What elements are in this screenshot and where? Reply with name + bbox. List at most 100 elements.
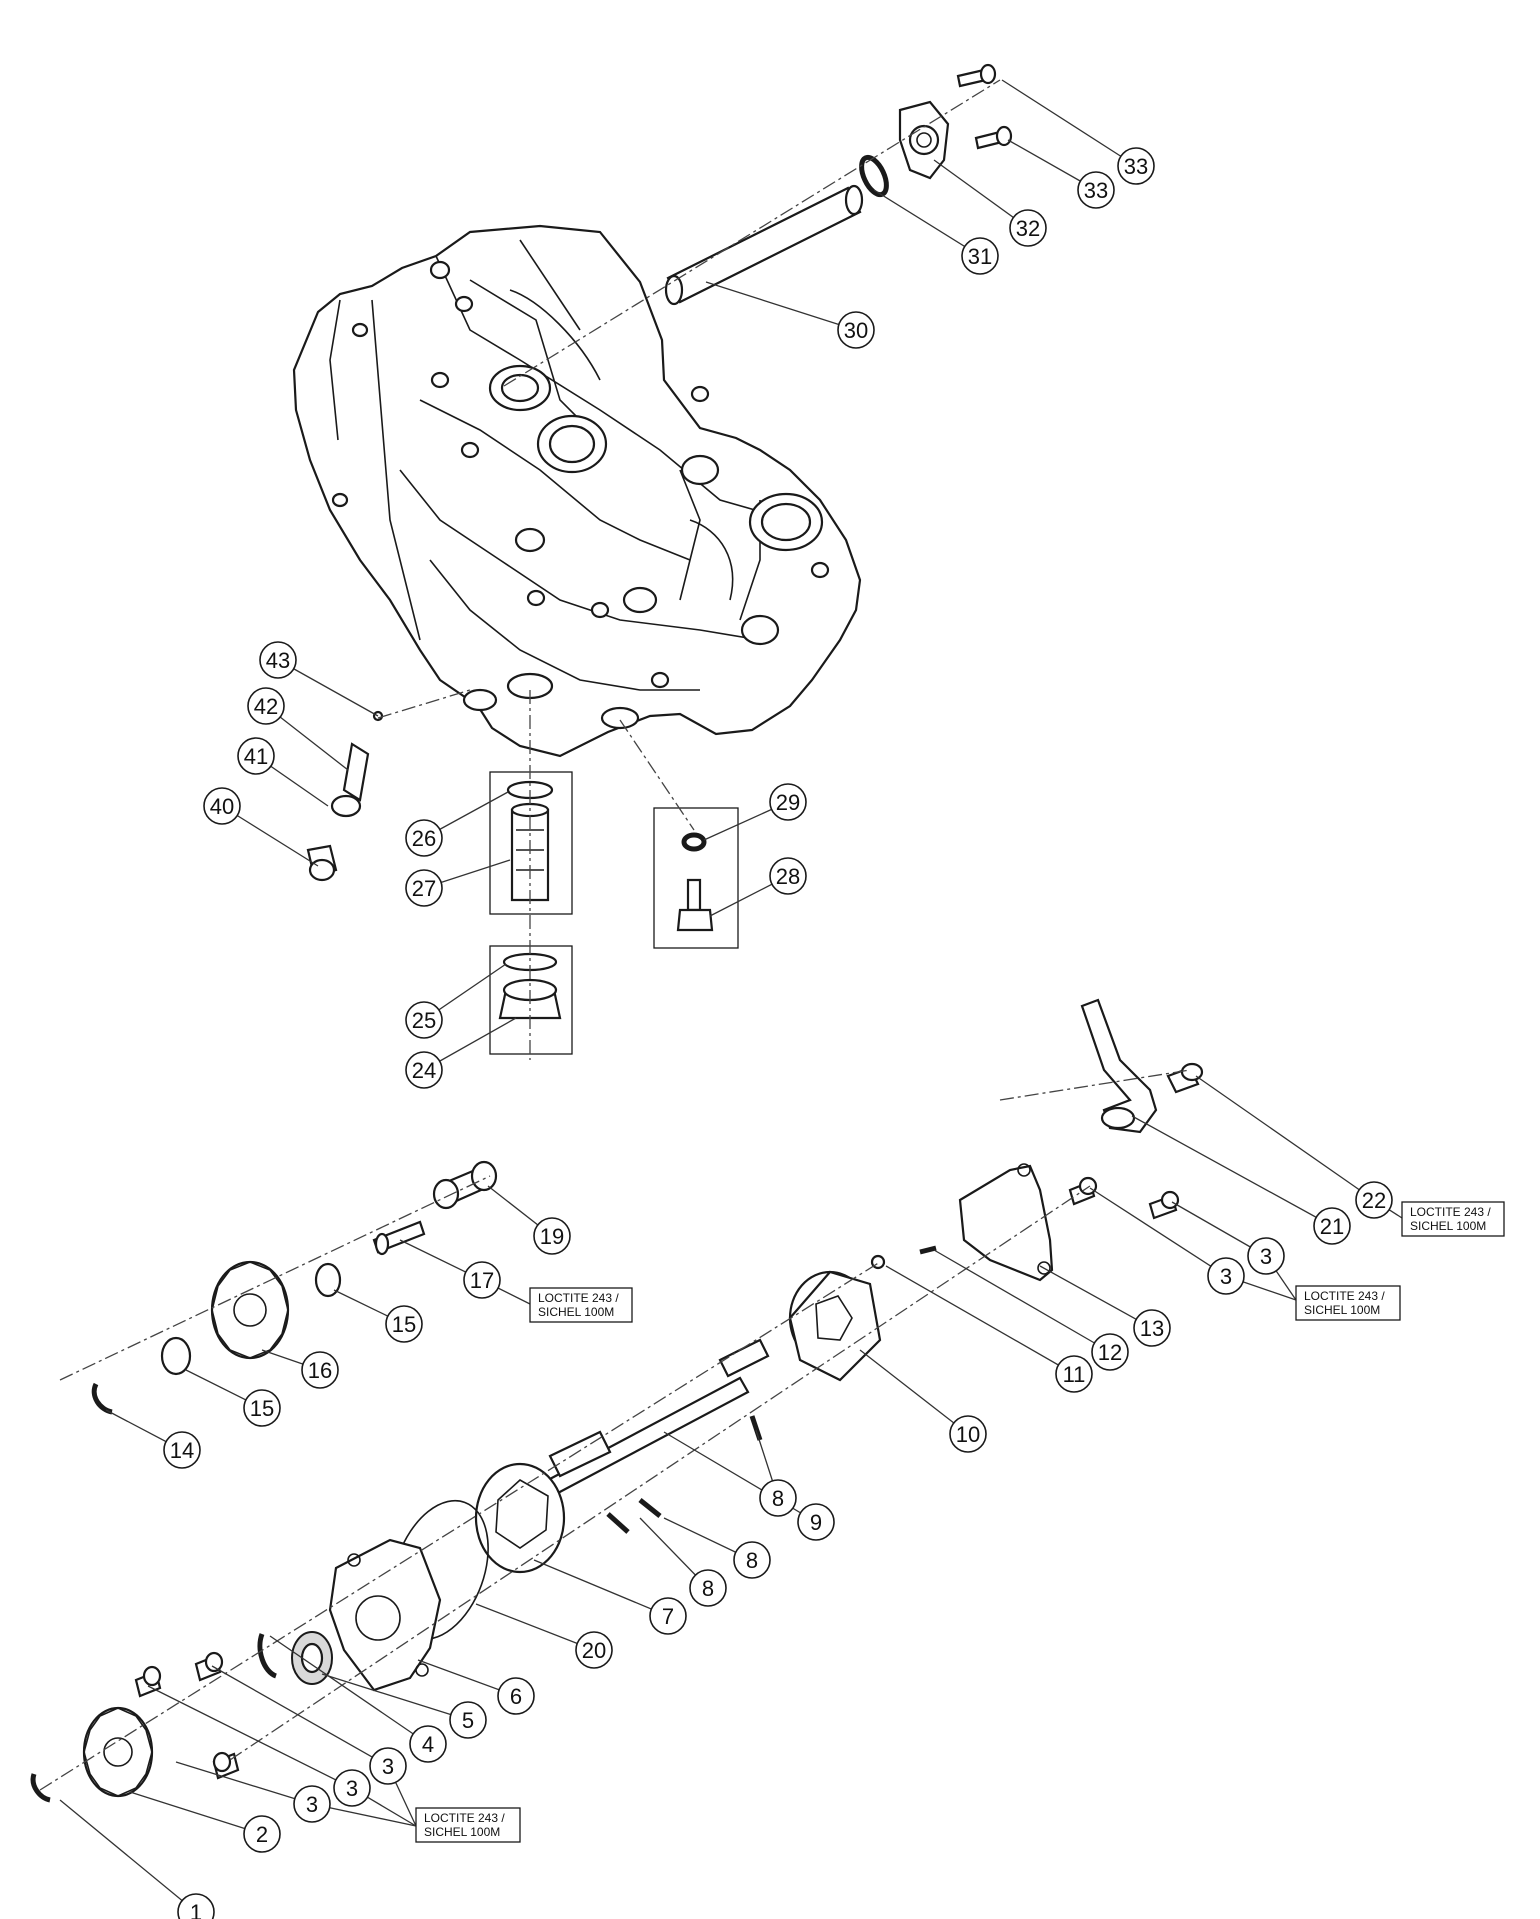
- callout-number-c24: 24: [412, 1058, 436, 1083]
- callout-number-c8c: 8: [772, 1486, 784, 1511]
- leader-line-c4: [269, 1635, 429, 1745]
- callout-c17: 17: [463, 1261, 501, 1299]
- callout-circle-c1: [177, 1893, 215, 1919]
- callout-labels: 1233333456788891011121314151516171920212…: [163, 147, 1393, 1919]
- callout-number-c20: 20: [582, 1638, 606, 1663]
- loctite-note-22-line1: LOCTITE 243 /: [1410, 1205, 1491, 1219]
- callout-c19: 19: [533, 1217, 571, 1255]
- loctite-note-17-line1: LOCTITE 243 /: [538, 1291, 619, 1305]
- callout-number-c42: 42: [254, 694, 278, 719]
- callout-c14: 14: [163, 1431, 201, 1469]
- oil-tube-assembly: [664, 63, 1013, 306]
- callout-number-c30: 30: [844, 318, 868, 343]
- callout-c3d: 3: [1207, 1257, 1245, 1295]
- callout-circle-c2: [243, 1815, 281, 1853]
- callout-circle-c3b: [333, 1769, 371, 1807]
- callout-circle-c11: [1055, 1355, 1093, 1393]
- callout-number-c15b: 15: [392, 1312, 416, 1337]
- leader-line-c21: [1131, 1115, 1333, 1227]
- callout-number-c9: 9: [810, 1510, 822, 1535]
- loctite-note-22-line2: SICHEL 100M: [1410, 1219, 1486, 1233]
- callout-circle-c15b: [385, 1305, 423, 1343]
- loctite-note-3-line2: SICHEL 100M: [1304, 1303, 1380, 1317]
- callout-circle-c17: [463, 1261, 501, 1299]
- callout-c28: 28: [769, 857, 807, 895]
- leader-line-c32: [933, 159, 1029, 229]
- leader-line-c3b: [147, 1685, 353, 1789]
- callout-circle-c40: [203, 787, 241, 825]
- callout-circle-c7: [649, 1597, 687, 1635]
- callout-circle-c4: [409, 1725, 447, 1763]
- intermediate-gear-group: [91, 1160, 498, 1415]
- callout-number-c15a: 15: [250, 1396, 274, 1421]
- callout-c12: 12: [1091, 1333, 1129, 1371]
- callout-c3a: 3: [293, 1785, 331, 1823]
- callout-c33a: 33: [1117, 147, 1155, 185]
- callout-c7: 7: [649, 1597, 687, 1635]
- callout-number-c14: 14: [170, 1438, 194, 1463]
- callout-number-c22: 22: [1362, 1188, 1386, 1213]
- callout-number-c17: 17: [470, 1268, 494, 1293]
- callout-number-c29: 29: [776, 790, 800, 815]
- callout-circle-c5: [449, 1701, 487, 1739]
- callout-c29: 29: [769, 783, 807, 821]
- callout-circle-c24: [405, 1051, 443, 1089]
- leader-line-c3c: [211, 1665, 389, 1767]
- callout-number-c19: 19: [540, 1224, 564, 1249]
- pump-housing-cover: [257, 1538, 442, 1692]
- callout-number-c11: 11: [1063, 1362, 1086, 1387]
- callout-circle-c43: [259, 641, 297, 679]
- pump-rotor-and-shaft: [546, 1270, 882, 1534]
- callout-number-c10: 10: [956, 1422, 980, 1447]
- callout-number-c40: 40: [210, 794, 234, 819]
- callout-c32: 32: [1009, 209, 1047, 247]
- callout-circle-c3e: [1247, 1237, 1285, 1275]
- callout-c10: 10: [949, 1415, 987, 1453]
- callout-number-c7: 7: [662, 1604, 674, 1629]
- callout-circle-c8b: [733, 1541, 771, 1579]
- callout-c9: 9: [797, 1503, 835, 1541]
- leader-line-c5: [321, 1673, 469, 1721]
- loctite-note-bottom-line1: LOCTITE 243 /: [424, 1811, 505, 1825]
- leader-line-c10: [859, 1349, 969, 1435]
- callout-c3b: 3: [333, 1769, 371, 1807]
- loctite-note-bottom-line2: SICHEL 100M: [424, 1825, 500, 1839]
- callout-c15b: 15: [385, 1305, 423, 1343]
- callout-circle-c13: [1133, 1309, 1171, 1347]
- leader-line-c11: [885, 1265, 1075, 1375]
- callout-circle-c15a: [243, 1389, 281, 1427]
- callout-circle-c26: [405, 819, 443, 857]
- leader-line-c43: [277, 659, 379, 717]
- callout-number-c32: 32: [1016, 216, 1040, 241]
- callout-number-c4: 4: [422, 1732, 434, 1757]
- leader-line-c3a: [175, 1761, 313, 1805]
- loctite-note-22: [1401, 1201, 1505, 1237]
- callout-circle-c3c: [369, 1747, 407, 1785]
- callout-c3c: 3: [369, 1747, 407, 1785]
- leader-line-c20: [475, 1603, 595, 1651]
- leader-line-c12: [933, 1249, 1111, 1353]
- callout-circle-c22: [1355, 1181, 1393, 1219]
- kickstart-lever: [1080, 998, 1204, 1134]
- leader-lines: [59, 79, 1403, 1913]
- loctite-note-3-line1: LOCTITE 243 /: [1304, 1289, 1385, 1303]
- leader-line-c1: [59, 1799, 197, 1913]
- callout-circle-c29: [769, 783, 807, 821]
- callout-number-c8a: 8: [702, 1576, 714, 1601]
- callout-number-c1: 1: [190, 1900, 202, 1919]
- loctite-note-3: [1295, 1285, 1401, 1321]
- assembly-axis-lines: [39, 79, 1191, 1791]
- pressure-relief-plug: [306, 710, 384, 882]
- callout-circle-c25: [405, 1001, 443, 1039]
- callout-c25: 25: [405, 1001, 443, 1039]
- callout-circle-c33b: [1077, 171, 1115, 209]
- callout-circle-c42: [247, 687, 285, 725]
- callout-number-c27: 27: [412, 876, 436, 901]
- callout-number-c21: 21: [1320, 1214, 1344, 1239]
- callout-c43: 43: [259, 641, 297, 679]
- leader-line-c22: [1195, 1075, 1375, 1201]
- pump-cover-right: [870, 1163, 1180, 1282]
- callout-c33b: 33: [1077, 171, 1115, 209]
- callout-c26: 26: [405, 819, 443, 857]
- callout-circle-c12: [1091, 1333, 1129, 1371]
